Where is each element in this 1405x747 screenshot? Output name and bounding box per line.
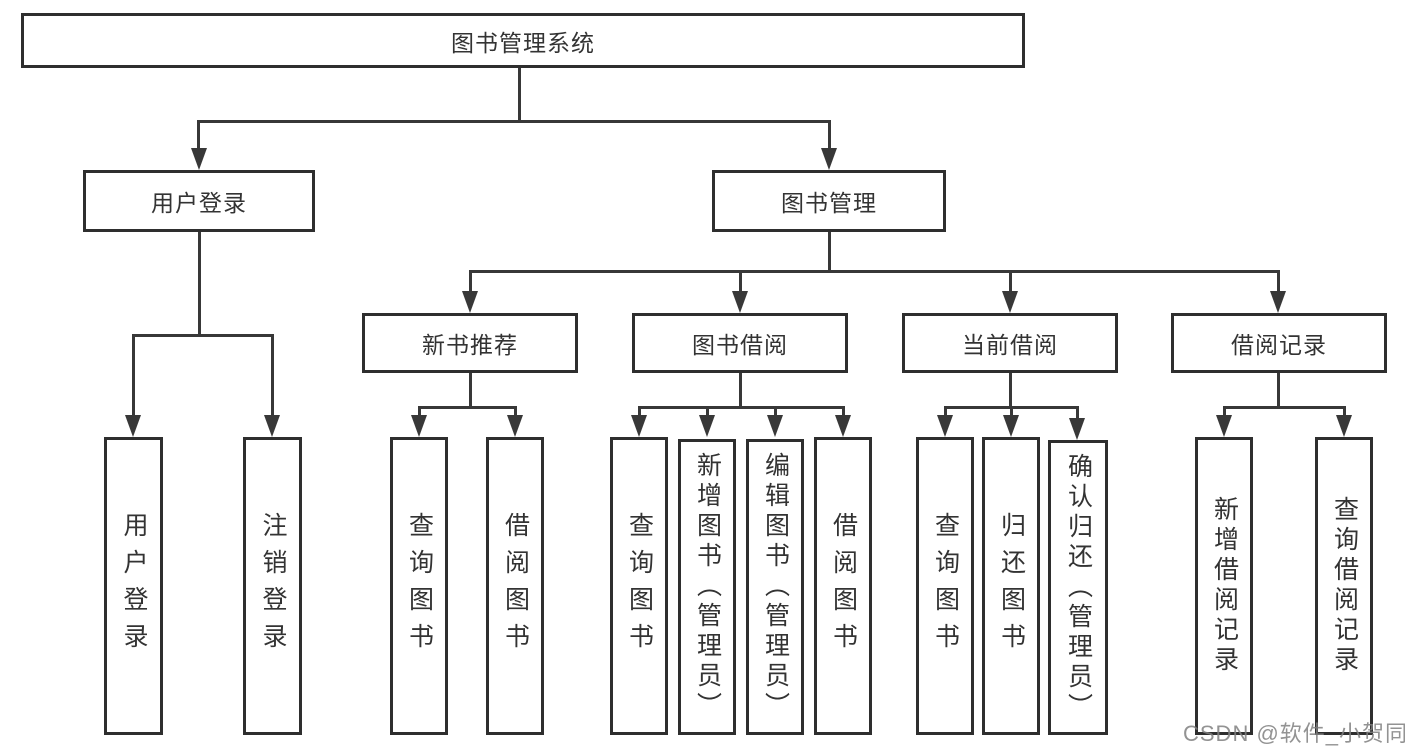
- arrow-down-icon: [1270, 291, 1286, 313]
- connector-stem: [514, 406, 517, 418]
- node-user-login-leaf: 用户登录: [104, 437, 163, 735]
- connector-stem: [944, 406, 947, 418]
- connector-stem-book-management: [828, 120, 831, 152]
- arrow-down-icon: [264, 415, 280, 437]
- node-br-add-record: 新增借阅记录: [1195, 437, 1253, 735]
- node-current-borrowing: 当前借阅: [902, 313, 1118, 373]
- connector-stem-logout-leaf: [271, 334, 274, 417]
- connector-cb-drop: [1009, 373, 1012, 408]
- node-label: 查询图书: [405, 512, 434, 660]
- arrow-down-icon: [411, 415, 427, 437]
- node-label: 查询借阅记录: [1330, 496, 1359, 676]
- node-label: 图书管理系统: [451, 29, 595, 56]
- arrow-down-icon: [767, 415, 783, 437]
- node-label: 新书推荐: [422, 332, 518, 358]
- node-book-borrowing: 图书借阅: [632, 313, 848, 373]
- connector-root-drop: [518, 68, 521, 121]
- connector-stem: [1343, 406, 1346, 418]
- node-label: 查询图书: [625, 512, 654, 660]
- arrow-down-icon: [1336, 415, 1352, 437]
- connector-br-span: [1223, 406, 1345, 409]
- node-bb-query-book: 查询图书: [610, 437, 668, 735]
- node-label: 查询图书: [931, 512, 960, 660]
- node-br-query-record: 查询借阅记录: [1315, 437, 1373, 735]
- watermark: CSDN @软件_小贺同学: [1183, 721, 1405, 746]
- node-library-management-system: 图书管理系统: [21, 13, 1025, 68]
- connector-bb-drop: [739, 373, 742, 408]
- node-label: 用户登录: [151, 190, 247, 216]
- node-user-login: 用户登录: [83, 170, 315, 232]
- connector-stem: [774, 406, 777, 418]
- connector-stem-new-book-recommend: [469, 270, 472, 294]
- node-nbr-borrow-book: 借阅图书: [486, 437, 544, 735]
- node-cb-return-book: 归还图书: [982, 437, 1040, 735]
- node-label: 用户登录: [120, 512, 148, 660]
- connector-root-span: [197, 120, 831, 123]
- arrow-down-icon: [1069, 418, 1085, 440]
- node-new-book-recommend: 新书推荐: [362, 313, 578, 373]
- connector-book-management-drop: [828, 232, 831, 273]
- node-label: 当前借阅: [962, 332, 1058, 358]
- node-label: 新增借阅记录: [1210, 496, 1239, 676]
- connector-book-management-span: [469, 270, 1280, 273]
- arrow-down-icon: [631, 415, 647, 437]
- node-label: 借阅图书: [829, 512, 858, 660]
- node-label: 图书借阅: [692, 332, 788, 358]
- connector-nbr-span: [418, 406, 516, 409]
- node-label: 归还图书: [997, 512, 1026, 660]
- node-logout-login: 注销登录: [243, 437, 302, 735]
- connector-stem-current-borrowing: [1009, 270, 1012, 294]
- connector-stem-book-borrowing: [739, 270, 742, 294]
- node-bb-borrow-book: 借阅图书: [814, 437, 872, 735]
- connector-bb-span: [638, 406, 844, 409]
- node-cb-query-book: 查询图书: [916, 437, 974, 735]
- connector-stem-login-leaf: [132, 334, 135, 417]
- node-nbr-query-book: 查询图书: [390, 437, 448, 735]
- arrow-down-icon: [1002, 291, 1018, 313]
- arrow-down-icon: [507, 415, 523, 437]
- connector-stem: [706, 406, 709, 418]
- arrow-down-icon: [937, 415, 953, 437]
- connector-nbr-drop: [469, 373, 472, 408]
- node-cb-confirm-return-admin: 确认归还（管理员）: [1048, 440, 1108, 735]
- arrow-down-icon: [699, 415, 715, 437]
- arrow-down-icon: [835, 415, 851, 437]
- arrow-down-icon: [462, 291, 478, 313]
- connector-br-drop: [1277, 373, 1280, 408]
- node-label: 借阅记录: [1231, 332, 1327, 358]
- arrow-down-icon: [125, 415, 141, 437]
- node-label: 注销登录: [259, 512, 287, 660]
- arrow-down-icon: [732, 291, 748, 313]
- connector-user-login-span: [132, 334, 274, 337]
- connector-user-login-drop: [198, 232, 201, 335]
- arrow-down-icon: [1216, 415, 1232, 437]
- connector-stem-user-login: [197, 120, 200, 152]
- connector-stem: [1010, 406, 1013, 418]
- node-label: 图书管理: [781, 190, 877, 216]
- node-label: 确认归还（管理员）: [1064, 452, 1093, 723]
- connector-stem-borrowing-records: [1277, 270, 1280, 294]
- arrow-down-icon: [821, 148, 837, 170]
- connector-stem: [638, 406, 641, 418]
- node-label: 新增图书（管理员）: [693, 452, 722, 722]
- connector-stem: [1076, 406, 1079, 420]
- node-label: 编辑图书（管理员）: [761, 452, 790, 722]
- arrow-down-icon: [191, 148, 207, 170]
- node-bb-edit-book-admin: 编辑图书（管理员）: [746, 439, 804, 735]
- node-borrowing-records: 借阅记录: [1171, 313, 1387, 373]
- node-book-management: 图书管理: [712, 170, 946, 232]
- connector-stem: [1223, 406, 1226, 418]
- node-bb-add-book-admin: 新增图书（管理员）: [678, 439, 736, 735]
- connector-stem: [842, 406, 845, 418]
- connector-stem: [418, 406, 421, 418]
- node-label: 借阅图书: [501, 512, 530, 660]
- arrow-down-icon: [1003, 415, 1019, 437]
